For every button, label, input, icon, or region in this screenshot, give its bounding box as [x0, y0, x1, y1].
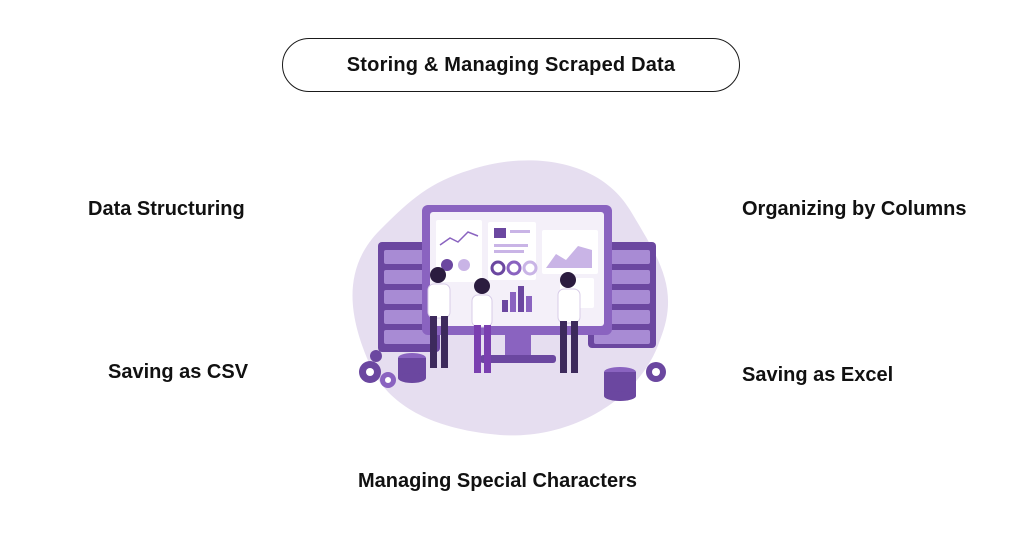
- item-organizing-by-columns: Organizing by Columns: [742, 198, 967, 220]
- person-icon-1: [427, 267, 451, 368]
- item-managing-special-characters: Managing Special Characters: [358, 470, 637, 492]
- central-illustration: [352, 160, 669, 436]
- database-icon-2: [604, 367, 636, 401]
- person-icon-2: [471, 278, 493, 373]
- gear-icon-right: [646, 362, 666, 382]
- person-icon-3: [557, 272, 581, 373]
- item-saving-as-csv: Saving as CSV: [108, 361, 249, 383]
- item-data-structuring: Data Structuring: [88, 198, 245, 220]
- diagram-title: Storing & Managing Scraped Data: [282, 38, 740, 92]
- gear-icon: [359, 350, 396, 388]
- item-saving-as-excel: Saving as Excel: [742, 364, 894, 386]
- diagram-title-text: Storing & Managing Scraped Data: [346, 53, 676, 76]
- database-icon: [398, 353, 426, 383]
